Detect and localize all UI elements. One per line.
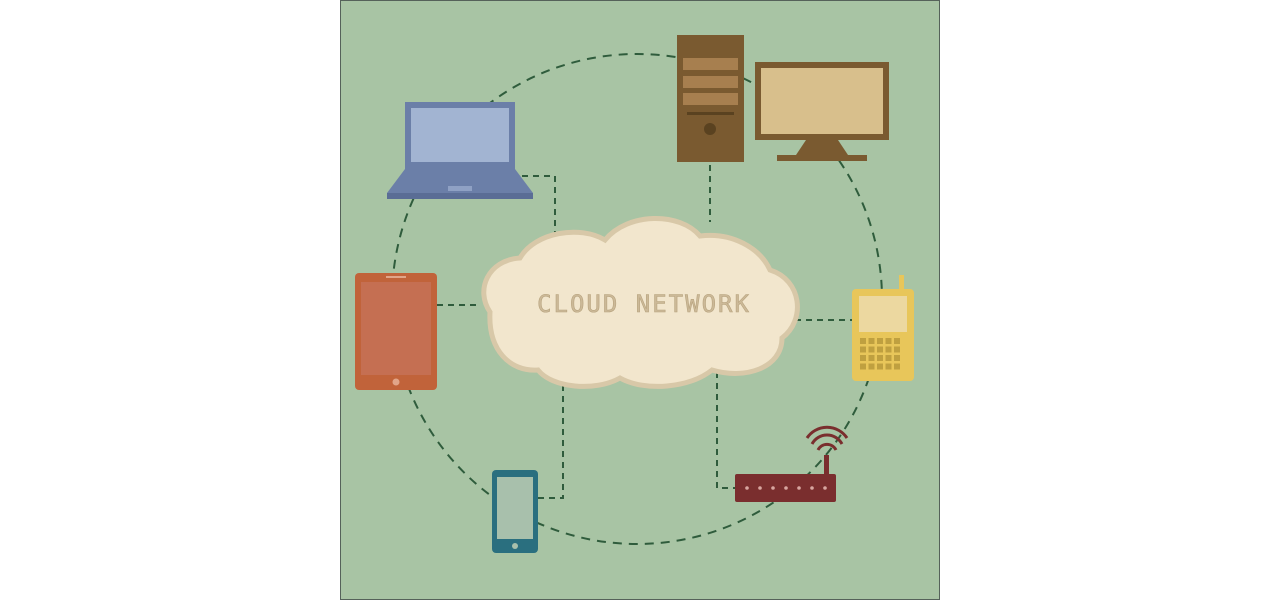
monitor-screen <box>761 68 883 134</box>
keypad-key <box>885 346 892 353</box>
monitor-foot <box>777 155 867 161</box>
tower-power-button <box>704 123 716 135</box>
connector-smartphone <box>538 385 564 499</box>
keypad-key <box>877 355 883 361</box>
feature-phone-keypad <box>860 338 900 370</box>
cloud-title: CLOUD NETWORK <box>537 290 751 318</box>
tower-bay-2 <box>683 76 738 88</box>
router-antenna <box>824 455 829 477</box>
keypad-key <box>894 355 900 361</box>
keypad-key <box>868 363 875 370</box>
keypad-key <box>877 346 883 353</box>
router-leds <box>745 486 827 490</box>
tower-slot <box>687 112 734 115</box>
tablet-home-button <box>392 378 400 386</box>
connector-laptop <box>522 175 556 240</box>
wifi-router-icon <box>735 425 849 502</box>
router-led <box>758 486 762 490</box>
keypad-key <box>860 363 866 370</box>
router-led <box>797 486 801 490</box>
desktop-tower-icon <box>677 35 744 162</box>
keypad-key <box>860 346 866 353</box>
keypad-key <box>877 338 883 344</box>
laptop-screen <box>411 108 509 162</box>
router-led <box>810 486 814 490</box>
smartphone-icon <box>492 470 538 553</box>
monitor-icon <box>755 62 889 161</box>
connector-router <box>716 372 735 489</box>
keypad-key <box>894 346 900 353</box>
keypad-key <box>868 355 875 361</box>
smartphone-home-button <box>512 543 518 549</box>
tablet-screen <box>361 282 431 375</box>
cloud-shape <box>481 216 800 389</box>
keypad-key <box>868 338 875 344</box>
keypad-key <box>885 355 892 361</box>
router-led <box>823 486 827 490</box>
monitor-neck <box>796 140 848 155</box>
smartphone-screen <box>497 477 533 539</box>
router-signal-arc-1 <box>816 442 838 451</box>
router-led <box>771 486 775 490</box>
feature-phone-antenna <box>899 275 904 293</box>
router-led <box>745 486 749 490</box>
tower-bay-3 <box>683 93 738 105</box>
keypad-key <box>885 363 892 370</box>
keypad-key <box>877 363 883 370</box>
router-led <box>784 486 788 490</box>
tablet-camera <box>386 276 406 278</box>
laptop-keyboard-base <box>387 169 533 193</box>
keypad-key <box>894 338 900 344</box>
laptop-base-edge <box>387 193 533 199</box>
tablet-icon <box>355 273 437 390</box>
cloud-network-diagram: CLOUD NETWORK <box>340 0 940 600</box>
keypad-key <box>885 338 892 344</box>
diagram-canvas: CLOUD NETWORK <box>340 0 940 600</box>
router-signal-arc-2 <box>810 433 844 445</box>
feature-phone-icon <box>852 275 914 381</box>
tower-bay-1 <box>683 58 738 70</box>
keypad-key <box>868 346 875 353</box>
laptop-icon <box>387 102 533 199</box>
router-signal-arc-3 <box>805 425 849 439</box>
laptop-touchpad <box>448 186 472 191</box>
feature-phone-screen <box>859 296 907 332</box>
connectors <box>437 165 852 499</box>
keypad-key <box>894 363 900 370</box>
cloud: CLOUD NETWORK <box>481 216 800 389</box>
keypad-key <box>860 355 866 361</box>
keypad-key <box>860 338 866 344</box>
